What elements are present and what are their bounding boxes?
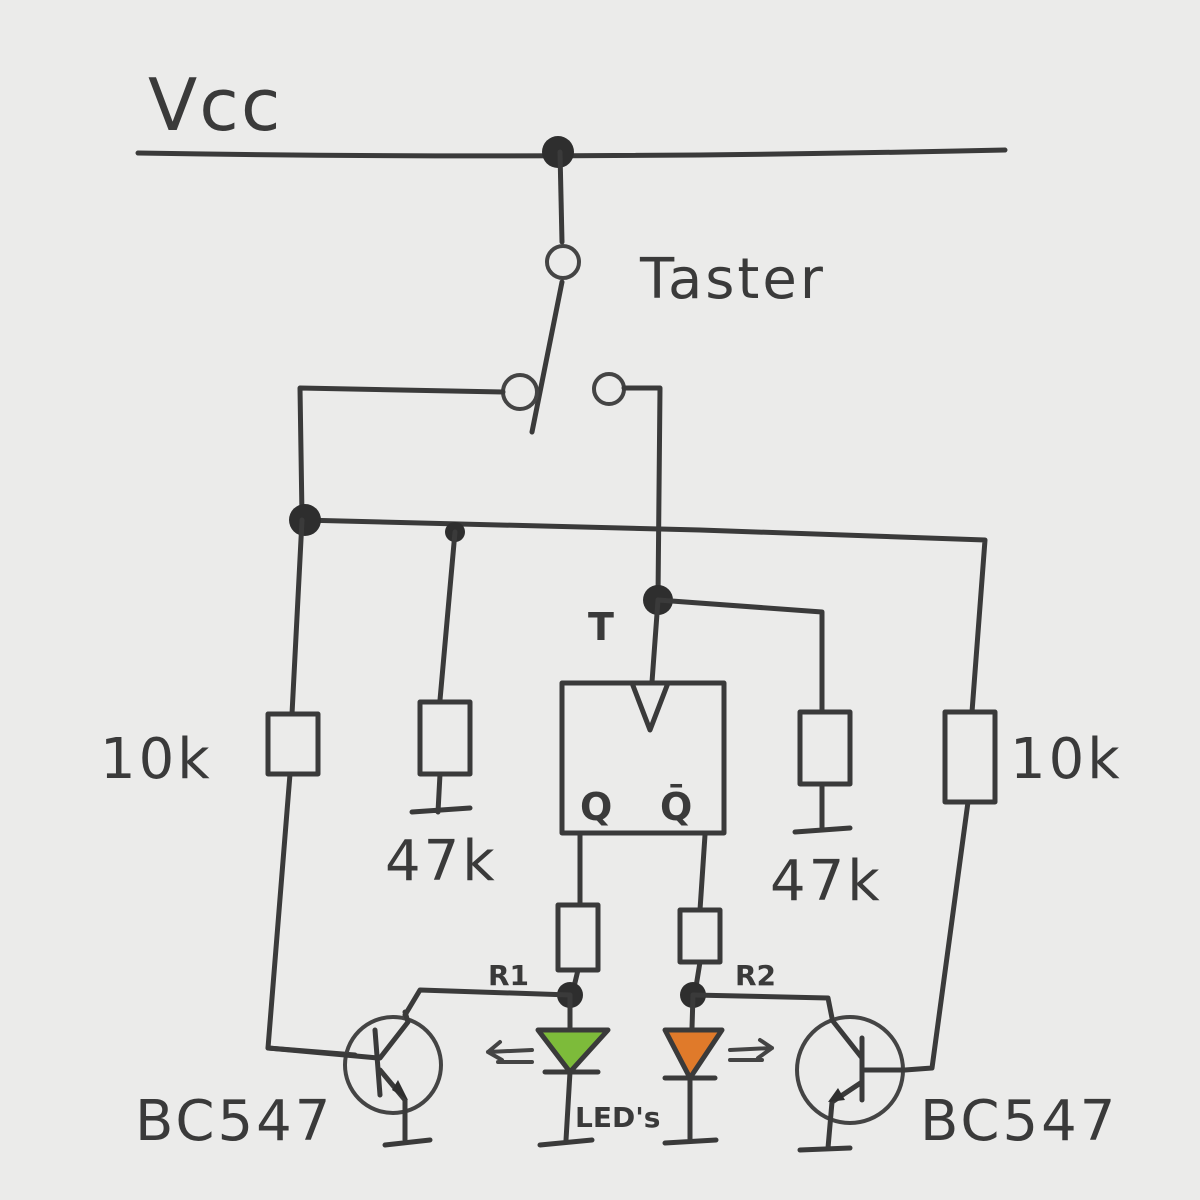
resistor-47k-right xyxy=(797,709,853,787)
led-green-light-arrow xyxy=(486,1040,534,1064)
vcc-label: Vcc xyxy=(148,63,282,147)
resistor-r2 xyxy=(677,907,723,965)
flip-flop-box xyxy=(559,680,727,836)
bus-wire xyxy=(299,517,988,715)
resistor-10k-left-label: 10k xyxy=(100,727,213,792)
led-label: LED's xyxy=(575,1101,660,1134)
resistor-10k-right-label: 10k xyxy=(1010,727,1123,792)
r1-label: R1 xyxy=(488,959,529,992)
switch-label: Taster xyxy=(639,247,826,312)
resistor-r1 xyxy=(555,902,601,973)
clock-triangle xyxy=(629,680,671,733)
push-switch xyxy=(501,149,626,435)
resistor-10k-left xyxy=(265,711,321,777)
resistor-10k-right xyxy=(942,709,998,805)
led-green xyxy=(535,1027,611,1075)
led-orange xyxy=(662,1027,725,1081)
r2-label: R2 xyxy=(735,959,776,992)
toggle-input-label: T xyxy=(588,605,614,649)
resistor-47k-left xyxy=(417,699,473,777)
right-contact-wire xyxy=(621,385,663,601)
q-bar-output-label: Q̄ xyxy=(660,784,692,829)
led-orange-light-arrow xyxy=(728,1038,774,1062)
transistor-right xyxy=(795,1015,908,1153)
bus-junction-dot-left xyxy=(289,504,321,536)
transistor-right-label: BC547 xyxy=(920,1089,1118,1154)
left-contact-wire xyxy=(297,385,506,519)
q-output-label: Q xyxy=(580,785,612,829)
resistor-47k-left-label: 47k xyxy=(385,829,498,894)
resistor-47k-right-label: 47k xyxy=(770,849,883,914)
transistor-left xyxy=(265,1009,443,1148)
transistor-left-label: BC547 xyxy=(135,1089,333,1154)
